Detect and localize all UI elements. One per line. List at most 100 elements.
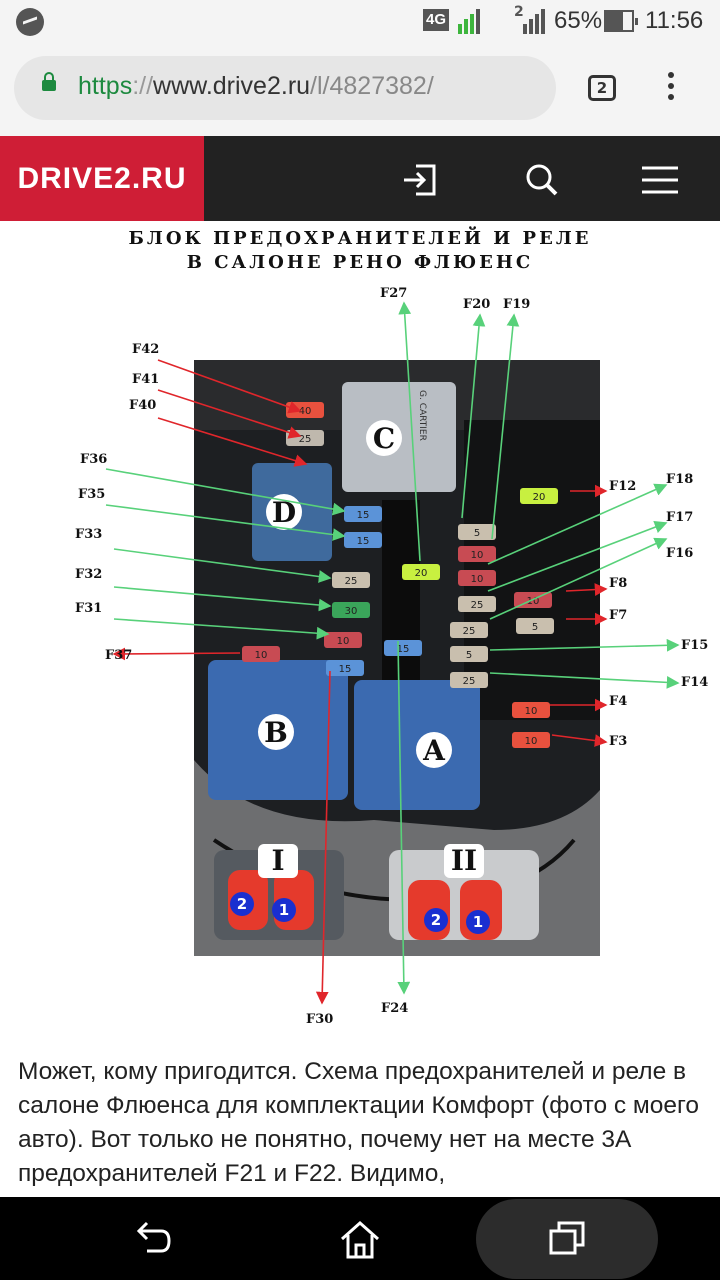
fuse [458, 546, 496, 562]
fuse-label-f37: F37 [105, 648, 133, 663]
back-icon[interactable] [93, 1197, 213, 1280]
fuse-value: 15 [357, 536, 370, 547]
fuse-label-f16: F16 [666, 546, 694, 561]
arrow-f19 [491, 313, 520, 540]
fuse [512, 702, 550, 718]
article-image[interactable]: БЛОК ПРЕДОХРАНИТЕЛЕЙ И РЕЛЕ В САЛОНЕ РЕН… [0, 221, 720, 1051]
arrow-f15 [489, 638, 680, 652]
arrow-f41 [157, 389, 302, 439]
connector-label-bg [258, 844, 298, 878]
fuse-value: 10 [527, 596, 540, 607]
fuse-value: 5 [532, 622, 538, 633]
fuse-label-f36: F36 [80, 452, 108, 467]
more-options-icon[interactable] [668, 72, 674, 106]
url-text[interactable]: https://www.drive2.ru/l/4827382/ [78, 72, 434, 101]
fuse-value: 10 [525, 736, 538, 747]
arrow-f42 [157, 359, 302, 414]
fuse-value: 10 [525, 706, 538, 717]
pin-number: 1 [473, 913, 483, 931]
fuse-value: 15 [357, 510, 370, 521]
arrow-f3 [551, 734, 608, 747]
fuse-value: 25 [463, 676, 476, 687]
lock-icon [42, 72, 56, 91]
fuse-value: 25 [471, 600, 484, 611]
fuse-label-f19: F19 [503, 297, 531, 312]
fuse [512, 732, 550, 748]
arrow-f31 [113, 618, 330, 640]
fuse-label-f31: F31 [75, 601, 103, 616]
hamburger-menu-icon[interactable] [638, 158, 682, 202]
pin-number-bg [230, 892, 254, 916]
fuse-value: 10 [471, 574, 484, 585]
tab-switcher-button[interactable]: 2 [588, 75, 616, 101]
recent-apps-icon[interactable] [507, 1197, 627, 1280]
fuse-value: 15 [397, 644, 410, 655]
fuse-value: 5 [466, 650, 472, 661]
arrow-f18 [487, 483, 668, 565]
url-bar[interactable]: https://www.drive2.ru/l/4827382/ [14, 56, 556, 120]
network-type: 4G [423, 9, 450, 31]
arrow-f33 [113, 548, 332, 583]
fuse [242, 646, 280, 662]
fuse [326, 660, 364, 676]
fuse [450, 622, 488, 638]
fuse-label-f32: F32 [75, 567, 103, 582]
fuse [402, 564, 440, 580]
sim-number: 2 [514, 4, 524, 20]
fuse-value: 25 [463, 626, 476, 637]
url-path: /l/4827382/ [310, 72, 434, 100]
fuse [458, 524, 496, 540]
fuse-label-f8: F8 [609, 576, 628, 591]
fuse-value: 30 [345, 606, 358, 617]
pin-number: 2 [237, 895, 247, 913]
arrow-f32 [113, 586, 332, 612]
fuse-label-f35: F35 [78, 487, 106, 502]
pin-number-bg [272, 898, 296, 922]
fuse-label-f27: F27 [380, 286, 408, 301]
fuse [384, 640, 422, 656]
pin-number: 1 [279, 901, 289, 919]
arrow-f30 [315, 670, 331, 1005]
arrow-f24 [397, 640, 411, 995]
connector-label: II [451, 844, 477, 877]
fuse-label-f41: F41 [132, 372, 160, 387]
fuse-value: 10 [471, 550, 484, 561]
battery-icon [604, 10, 638, 32]
fuse-label-f17: F17 [666, 510, 694, 525]
fuse-label-f20: F20 [463, 297, 491, 312]
recent-apps-highlight [476, 1199, 658, 1279]
fuse-value: 40 [299, 406, 312, 417]
fuse-value: 20 [533, 492, 546, 503]
system-nav-bar [0, 1197, 720, 1280]
fuse-value: 10 [337, 636, 350, 647]
image-title-line1: БЛОК ПРЕДОХРАНИТЕЛЕЙ И РЕЛЕ [128, 228, 592, 249]
fuse [332, 572, 370, 588]
clock: 11:56 [645, 7, 704, 34]
fuse [458, 570, 496, 586]
arrow-f8 [565, 583, 608, 596]
fuse-label-f24: F24 [381, 1001, 409, 1016]
fuse [450, 646, 488, 662]
fuse [450, 672, 488, 688]
signal-icon-2 [523, 8, 545, 34]
fuse-value: 25 [345, 576, 358, 587]
fuse [516, 618, 554, 634]
search-icon[interactable] [520, 158, 564, 202]
site-logo[interactable]: DRIVE2.RU [0, 136, 204, 221]
fuse-label-f42: F42 [132, 342, 160, 357]
fuse-label-f4: F4 [609, 694, 628, 709]
fuse-label-f18: F18 [666, 472, 694, 487]
arrow-f14 [489, 672, 680, 689]
pin-number-bg [466, 910, 490, 934]
home-icon[interactable] [300, 1197, 420, 1280]
battery-percent: 65% [554, 7, 603, 34]
article-text: Может, кому пригодится. Схема предохрани… [18, 1058, 700, 1187]
url-separator: :// [132, 72, 154, 100]
relay-letter-b: B [264, 716, 288, 749]
fuse-label-f14: F14 [681, 675, 709, 690]
fuse [344, 532, 382, 548]
arrow-f37 [112, 647, 241, 661]
login-icon[interactable] [398, 158, 442, 202]
site-header: DRIVE2.RU [0, 136, 720, 221]
